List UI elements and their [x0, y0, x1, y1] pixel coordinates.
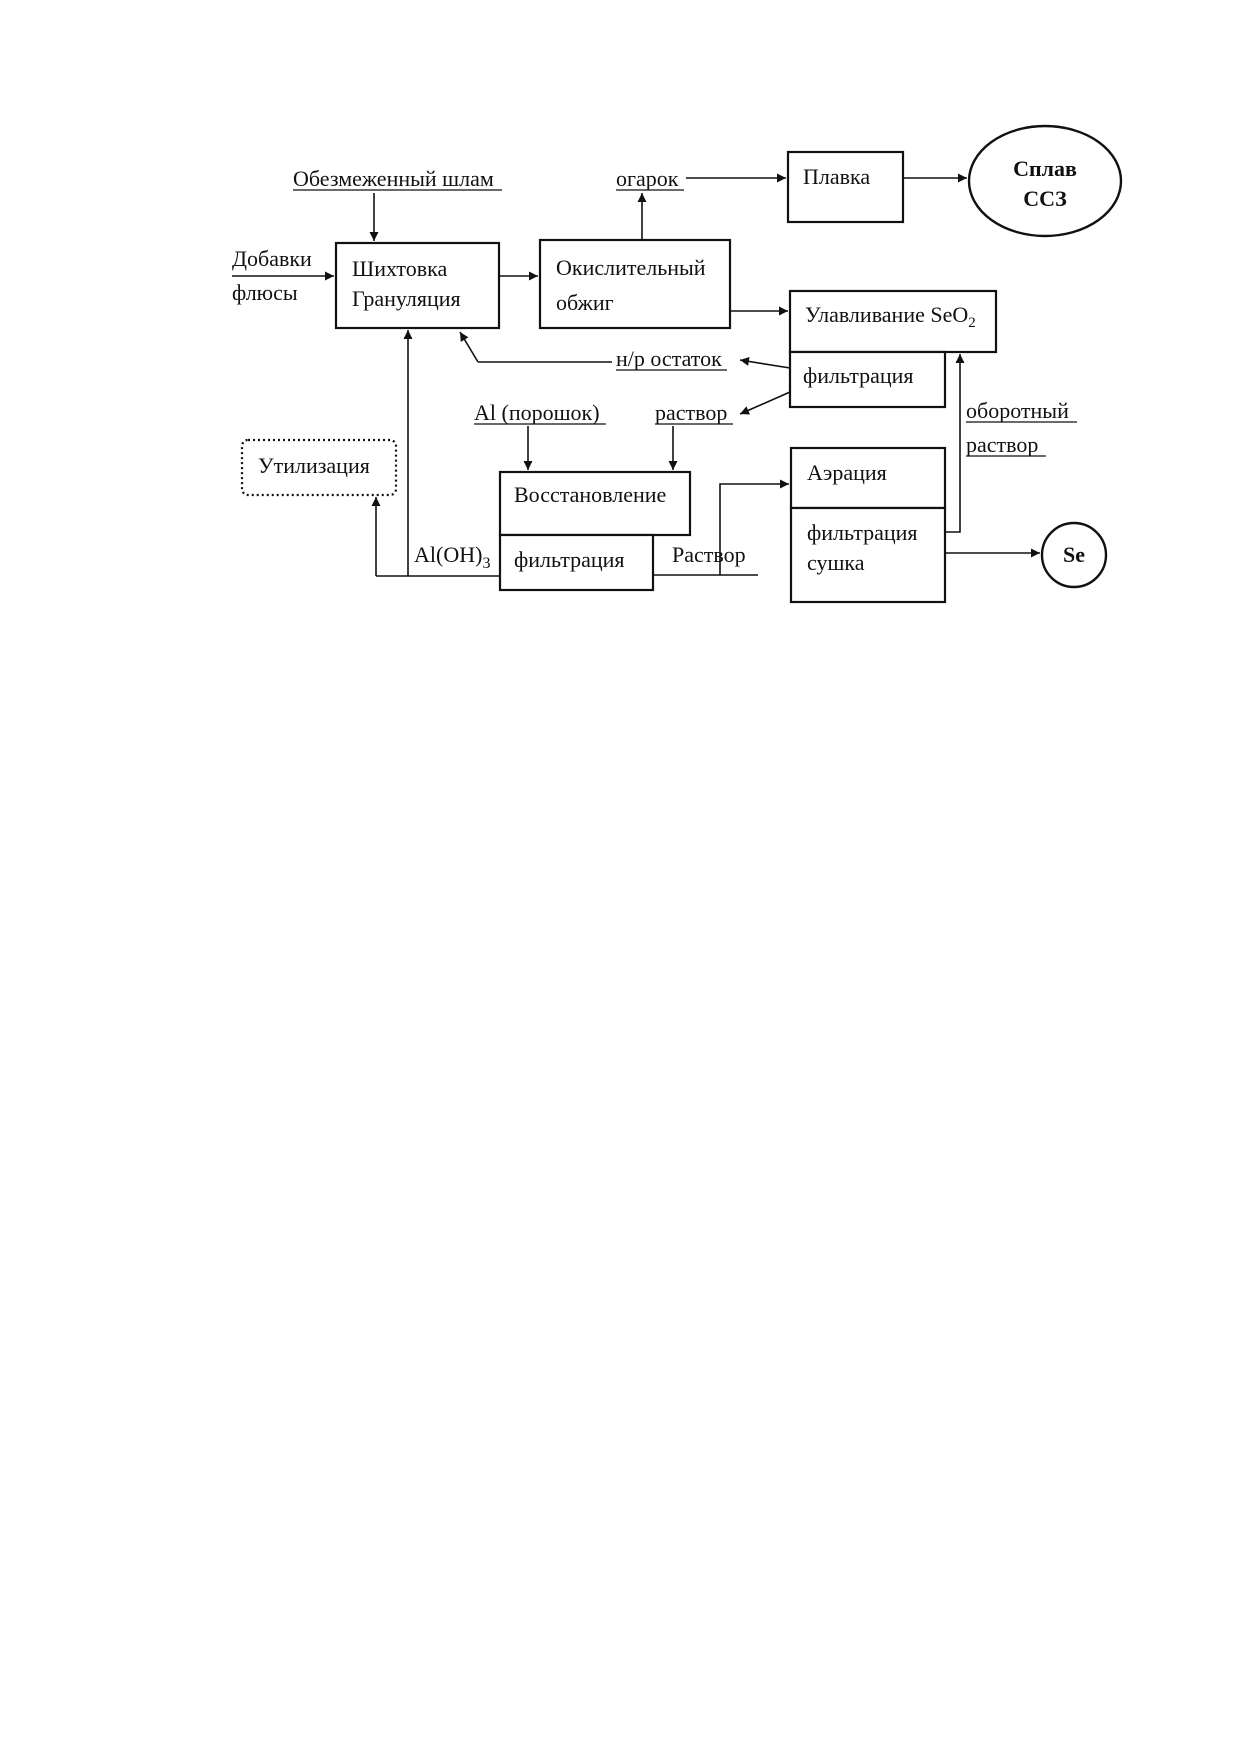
label-recycle-2: раствор — [966, 432, 1038, 457]
product-selenium-label: Se — [1063, 542, 1085, 567]
box-aeration-label: Аэрация — [807, 460, 887, 485]
label-fluxes: флюсы — [232, 280, 298, 305]
box-reduction-label: Восстановление — [514, 482, 666, 507]
arrow-residue-to-charging — [459, 331, 479, 363]
box-oxidative-roasting: Окислительный обжиг — [538, 238, 732, 330]
label-solution: раствор — [655, 400, 727, 425]
label-residue: н/р остаток — [616, 346, 722, 371]
box-filtration-3-label: фильтрация — [807, 520, 918, 545]
box-aeration: Аэрация — [789, 446, 947, 510]
box-filtration-2-label: фильтрация — [514, 547, 625, 572]
box-filtration-1-label: фильтрация — [803, 363, 914, 388]
label-al-powder: Al (порошок) — [474, 400, 600, 425]
arrow-filtration-to-solution — [739, 391, 791, 415]
arrow-solution-to-aeration — [719, 479, 789, 575]
label-additives: Добавки — [232, 246, 312, 271]
box-smelting: Плавка — [786, 150, 905, 224]
box-granulation-label: Грануляция — [352, 286, 461, 311]
product-alloy-label-1: Сплав — [1013, 156, 1077, 181]
label-al-oh3: Al(OH) — [414, 542, 482, 567]
label-cinder: огарок — [616, 166, 679, 191]
arrow-recycle-to-capture — [945, 354, 965, 533]
product-selenium: Se — [1040, 521, 1108, 589]
box-seo2-capture: Улавливание SeO2 — [788, 289, 998, 354]
product-alloy-ssz: Сплав ССЗ — [967, 124, 1123, 238]
box-utilization: Утилизация — [240, 438, 398, 497]
box-smelting-label: Плавка — [803, 164, 870, 189]
label-recycle-1: оборотный — [966, 398, 1069, 423]
arrow-filtration-to-residue — [739, 356, 791, 369]
box-drying-label: сушка — [807, 550, 865, 575]
label-al-oh3-sub: 3 — [482, 555, 490, 572]
label-solution-2: Раствор — [672, 542, 746, 567]
label-sludge: Обезмеженный шлам — [293, 166, 494, 191]
box-reduction: Восстановление — [498, 470, 692, 537]
box-roasting-label-2: обжиг — [556, 290, 614, 315]
box-charging-label: Шихтовка — [352, 256, 447, 281]
box-utilization-label: Утилизация — [258, 453, 370, 478]
svg-text:Улавливание SeO2: Улавливание SeO2 — [805, 302, 976, 331]
box-capture-label: Улавливание SeO — [805, 302, 968, 327]
svg-text:Al(OH)3: Al(OH)3 — [414, 542, 490, 572]
box-roasting-label-1: Окислительный — [556, 255, 706, 280]
box-charging-granulation: Шихтовка Грануляция — [334, 241, 501, 330]
product-alloy-label-2: ССЗ — [1023, 186, 1067, 211]
box-capture-sub: 2 — [968, 315, 976, 331]
box-filtration-drying: фильтрация сушка — [789, 506, 947, 604]
box-filtration-1: фильтрация — [788, 350, 947, 409]
box-filtration-2: фильтрация — [498, 533, 655, 592]
